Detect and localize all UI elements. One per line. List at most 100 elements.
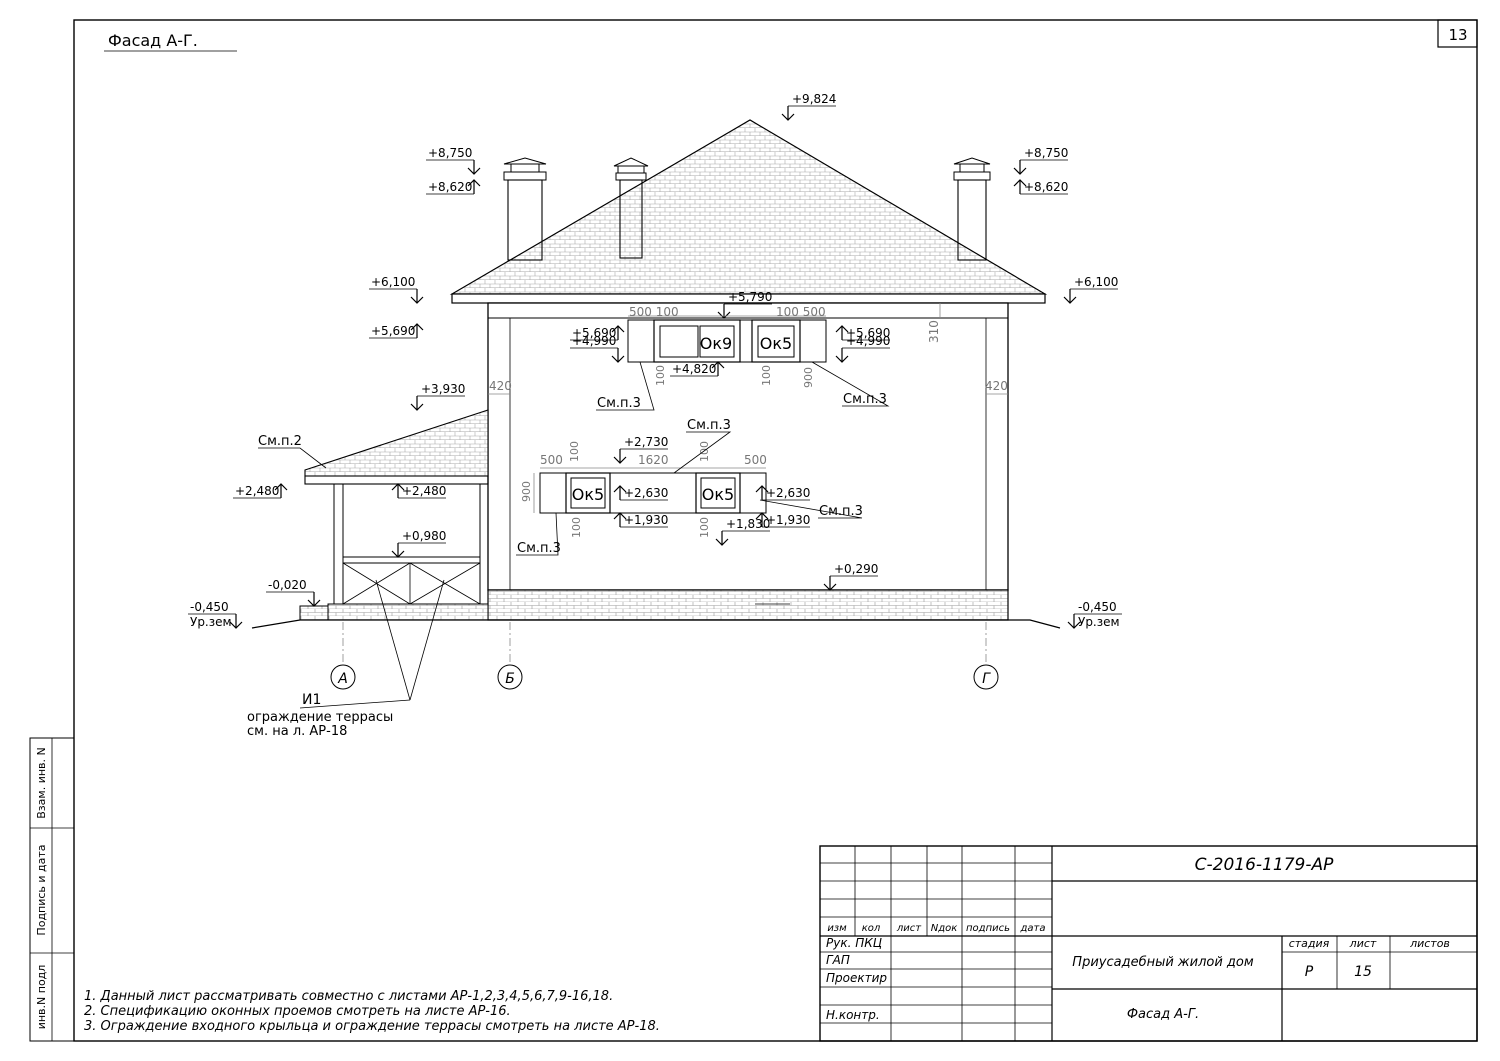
level-mark-win1-sill-mid: +1,830 — [715, 517, 770, 546]
railing-line1: ограждение террасы — [247, 710, 393, 725]
level-value-ground-right: -0,450 — [1078, 600, 1117, 614]
ground-line — [251, 619, 1061, 629]
level-value-chimney-cap-right: +8,620 — [1024, 180, 1068, 194]
axis-g-label: Г — [982, 671, 991, 687]
level-value-win1-sill-mid: +1,830 — [726, 517, 770, 531]
tb-role-2: ГАП — [826, 953, 850, 967]
level-mark-win2-top-r: +5,690 — [835, 325, 890, 341]
level-value-win1-top-l: +2,630 — [624, 486, 668, 500]
tb-role-4: Н.контр. — [826, 1008, 880, 1022]
level-mark-rail-top: +0,980 — [391, 529, 446, 558]
main-roof — [449, 119, 1048, 304]
dim-100-b: 100 — [760, 365, 773, 386]
level-value-eave-left: +6,100 — [371, 275, 415, 289]
stamp-replaced-inv: Взам. инв. N — [35, 747, 48, 818]
tb-h-podpis: подпись — [966, 923, 1010, 934]
dim-1620: 1620 — [638, 453, 669, 467]
level-mark-chimney-cap-right: +8,620 — [1013, 179, 1068, 195]
tb-h-list: лист — [896, 923, 922, 934]
level-value-ridge: +9,824 — [792, 92, 836, 106]
level-mark-step: -0,020 — [266, 578, 321, 607]
level-mark-chimney-cap-left: +8,620 — [426, 179, 481, 195]
tb-role-1: Рук. ПКЦ — [826, 936, 882, 950]
level-mark-win2-sill-l: +4,990 — [570, 334, 625, 363]
tb-sheets-label: листов — [1409, 937, 1450, 950]
tb-sheet-label: лист — [1349, 937, 1377, 950]
chimney-center — [613, 157, 649, 259]
note-1: 1. Данный лист рассматривать совместно с… — [84, 989, 613, 1004]
level-value-win1-top-beam: +2,730 — [624, 435, 668, 449]
level-value-win2-sill-l: +4,990 — [572, 334, 616, 348]
dim-100-f: 100 — [698, 517, 711, 538]
level-value-porch-roof: +3,930 — [421, 382, 465, 396]
level-mark-ridge: +9,824 — [781, 92, 836, 121]
tb-h-ndok: Nдок — [931, 923, 958, 934]
sheet-number: 13 — [1448, 26, 1467, 44]
main-wall — [487, 302, 1009, 621]
axis-lines — [330, 622, 999, 690]
level-mark-floor: +0,290 — [823, 562, 878, 591]
railing-line2: см. на л. АР-18 — [247, 724, 347, 739]
dim-100-d: 100 — [698, 441, 711, 462]
dim-310: 310 — [927, 320, 941, 343]
tb-h-izm: изм — [827, 923, 847, 934]
tb-drawing-name: Фасад А-Г. — [1127, 1007, 1199, 1022]
dim-500-a: 500 — [540, 453, 563, 467]
level-value-chimney-top-left: +8,750 — [428, 146, 472, 160]
dim-500-b: 500 — [744, 453, 767, 467]
lower-window-group — [539, 472, 767, 514]
axis-a-label: А — [337, 671, 348, 687]
level-marks: +9,824 +8,750 +8,620 +8,750 +8,620 +6,100 +6,1… — [188, 92, 1122, 629]
level-mark-eave-right: +6,100 — [1063, 275, 1118, 304]
porch — [299, 409, 489, 621]
level-value-win1-sill-l: +1,930 — [624, 513, 668, 527]
ref-smp3-upper-right: См.п.3 — [843, 392, 887, 407]
level-value-win1-top-r: +2,630 — [766, 486, 810, 500]
stamp-signature-date: Подпись и дата — [35, 844, 48, 935]
level-value-beam: +5,790 — [728, 290, 772, 304]
dim-100-c: 100 — [568, 441, 581, 462]
level-mark-win1-sill-r: +1,930 — [755, 512, 810, 528]
tb-h-data: дата — [1020, 923, 1046, 934]
level-value-ground-left: -0,450 — [190, 600, 229, 614]
level-mark-porch-eave: +2,480 — [233, 483, 288, 499]
level-mark-win2-top-l: +5,690 — [570, 325, 625, 341]
level-value-win2-top-l: +5,690 — [572, 326, 616, 340]
level-value-win2-sill-mid: +4,820 — [672, 362, 716, 376]
level-value-porch-beam: +2,480 — [402, 484, 446, 498]
level-value-rail-top: +0,980 — [402, 529, 446, 543]
dim-100-500: 100 500 — [776, 305, 826, 319]
ref-smp3-upper-left: См.п.3 — [597, 396, 641, 411]
level-mark-win1-top-r: +2,630 — [755, 485, 810, 501]
tb-sheet-value: 15 — [1354, 964, 1372, 980]
level-mark-win1-top-beam: +2,730 — [613, 435, 668, 464]
level-value-eave-right: +6,100 — [1074, 275, 1118, 289]
level-value-win2-top-r: +5,690 — [846, 326, 890, 340]
stamp-original-inv: инв.N подл — [35, 965, 48, 1030]
level-mark-win1-sill-l: +1,930 — [613, 512, 668, 528]
level-mark-chimney-top-right: +8,750 — [1013, 146, 1068, 175]
chimney-right — [953, 157, 991, 261]
level-value-chimney-cap-left: +8,620 — [428, 180, 472, 194]
dim-420-right: 420 — [985, 379, 1008, 393]
window-label-ok5-lower-left: Ок5 — [572, 485, 604, 504]
tb-role-3: Проектир — [826, 971, 887, 985]
window-label-ok5-lower-right: Ок5 — [702, 485, 734, 504]
note-2: 2. Спецификацию оконных проемов смотреть… — [84, 1004, 511, 1019]
ground-level-label: Ур.зем — [190, 615, 232, 629]
window-label-ok9: Ок9 — [700, 334, 732, 353]
dim-900-a: 900 — [802, 367, 815, 388]
tb-project-name: Приусадебный жилой дом — [1072, 955, 1254, 970]
railing-leader — [299, 579, 445, 709]
level-mark-chimney-top-left: +8,750 — [426, 146, 481, 175]
level-value-porch-eave: +2,480 — [235, 484, 279, 498]
upper-window-group — [627, 319, 827, 363]
level-mark-win2-sill-mid: +4,820 — [670, 361, 725, 377]
ref-smp2: См.п.2 — [258, 434, 302, 449]
dim-420-left: 420 — [489, 379, 512, 393]
level-mark-porch-beam: +2,480 — [391, 483, 446, 499]
ground-level-label: Ур.зем — [1078, 615, 1120, 629]
tb-h-kol: кол — [862, 923, 881, 934]
